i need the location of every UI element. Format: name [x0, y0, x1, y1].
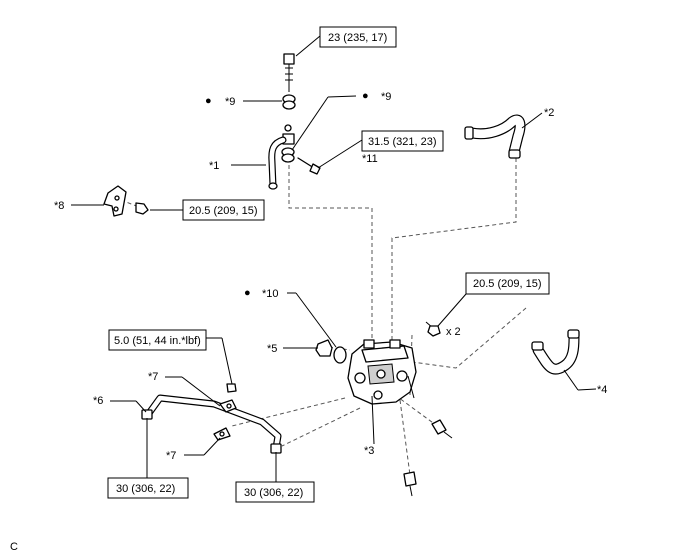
o-ring-10: [333, 346, 347, 364]
bolt-11: [297, 157, 321, 175]
torque-label-bracket: 20.5 (209, 15): [189, 205, 258, 217]
callout-2: *2: [544, 107, 554, 119]
gasket-lower: [281, 147, 295, 163]
cap-5: [315, 339, 333, 357]
callout-3: *3: [364, 445, 374, 457]
torque-box-pump-bolts: 20.5 (209, 15): [465, 272, 550, 295]
torque-label-tube-right: 30 (306, 22): [244, 487, 303, 499]
torque-label-tube-left: 30 (306, 22): [116, 483, 175, 495]
top-bolt: [283, 53, 295, 92]
callout-9-right: *9: [381, 91, 391, 103]
callout-6: *6: [93, 395, 103, 407]
figure-code: C: [10, 541, 18, 553]
torque-box-tube-left: 30 (306, 22): [107, 477, 189, 499]
hose-4: [531, 329, 580, 375]
bracket-8: [103, 185, 127, 217]
torque-label-top: 23 (235, 17): [328, 32, 387, 44]
non-reusable-marker-9-right: ●: [362, 90, 369, 102]
torque-box-clamp-bolt: 5.0 (51, 44 in.*lbf): [108, 329, 207, 351]
callout-1: *1: [209, 160, 219, 172]
pump-connector-right: [431, 419, 453, 439]
fuel-supply-pump-3: [347, 339, 417, 405]
pump-connector-bottom: [403, 471, 417, 497]
pump-bolts: [425, 321, 441, 337]
callout-4: *4: [597, 384, 607, 396]
torque-box-top: 23 (235, 17): [319, 26, 397, 48]
clamp-bolt: [226, 383, 237, 393]
torque-label-pump-bolts: 20.5 (209, 15): [473, 278, 542, 290]
callout-7-upper: *7: [148, 371, 158, 383]
torque-box-bolt-11: 31.5 (321, 23): [361, 130, 444, 152]
assembly-lines: [120, 158, 527, 476]
bracket-bolt: [135, 202, 149, 215]
torque-box-bracket: 20.5 (209, 15): [182, 199, 265, 221]
hose-2: [464, 114, 526, 159]
torque-label-bolt-11: 31.5 (321, 23): [368, 136, 437, 148]
clamp-7-upper: [219, 399, 237, 413]
callout-11: *11: [362, 153, 378, 165]
torque-box-tube-right: 30 (306, 22): [235, 481, 315, 503]
non-reusable-marker-10: ●: [244, 287, 251, 299]
callout-5: *5: [267, 343, 277, 355]
clamp-7-lower: [213, 427, 231, 441]
gasket-upper: [282, 94, 296, 110]
torque-label-clamp-bolt: 5.0 (51, 44 in.*lbf): [114, 335, 201, 347]
callout-7-lower: *7: [166, 450, 176, 462]
callout-8: *8: [54, 200, 64, 212]
callout-9-left: *9: [225, 96, 235, 108]
fuel-tube-1: [268, 136, 287, 190]
callout-10: *10: [262, 288, 279, 300]
fuel-tube-6: [141, 394, 282, 454]
leader-lines: [71, 35, 597, 482]
non-reusable-marker-9-left: ●: [205, 95, 212, 107]
quantity-note: x 2: [446, 326, 461, 338]
